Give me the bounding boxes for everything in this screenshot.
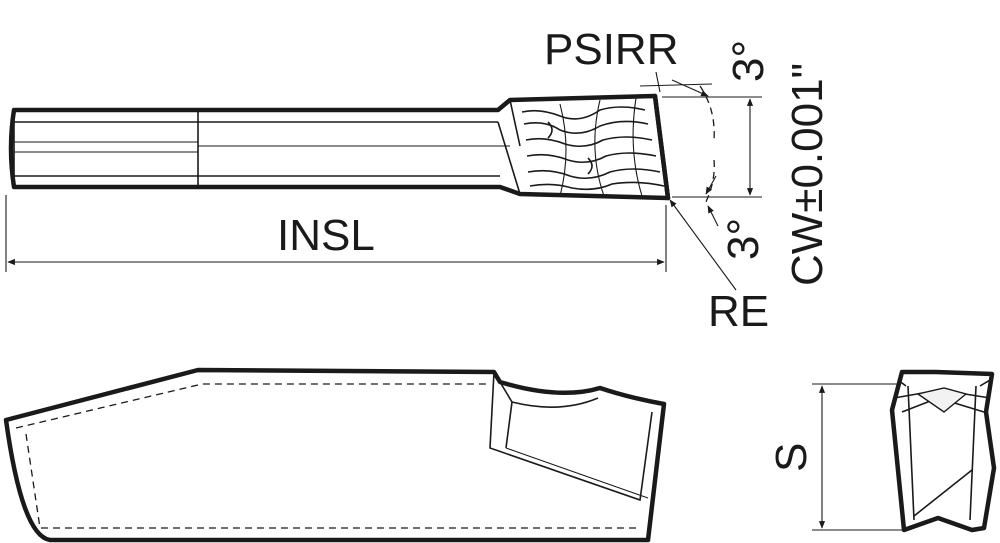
- side-view-hidden-line: [15, 383, 488, 429]
- s-dimension: S: [767, 383, 906, 531]
- top-view-cutting-edge: [652, 93, 671, 201]
- re-leader: RE: [669, 199, 769, 336]
- side-view: [3, 367, 667, 543]
- psirr-label: PSIRR: [544, 25, 678, 74]
- cw-label: CW±0.001": [783, 63, 832, 286]
- cw-dimension: CW±0.001": [662, 63, 832, 286]
- insl-label: INSL: [277, 211, 375, 260]
- top-view-neck-line: [509, 99, 521, 147]
- re-label: RE: [708, 287, 769, 336]
- top-view-chipbreaker: [521, 97, 665, 197]
- end-view: [889, 369, 997, 533]
- top-view-neck-line: [497, 121, 521, 195]
- top-view: [8, 93, 671, 201]
- bottom-angle: 3°: [703, 159, 768, 260]
- insl-dimension: INSL: [5, 195, 667, 272]
- angle-bottom-label: 3°: [719, 218, 768, 260]
- side-view-outline: [3, 367, 667, 543]
- psirr-angle: PSIRR 3°: [544, 25, 773, 141]
- side-view-chip-face: [489, 371, 653, 502]
- top-view-body-outline: [8, 93, 671, 201]
- end-view-outline: [889, 369, 997, 533]
- side-view-hidden-line: [25, 433, 640, 529]
- s-label: S: [767, 443, 816, 472]
- angle-top-label: 3°: [724, 40, 773, 82]
